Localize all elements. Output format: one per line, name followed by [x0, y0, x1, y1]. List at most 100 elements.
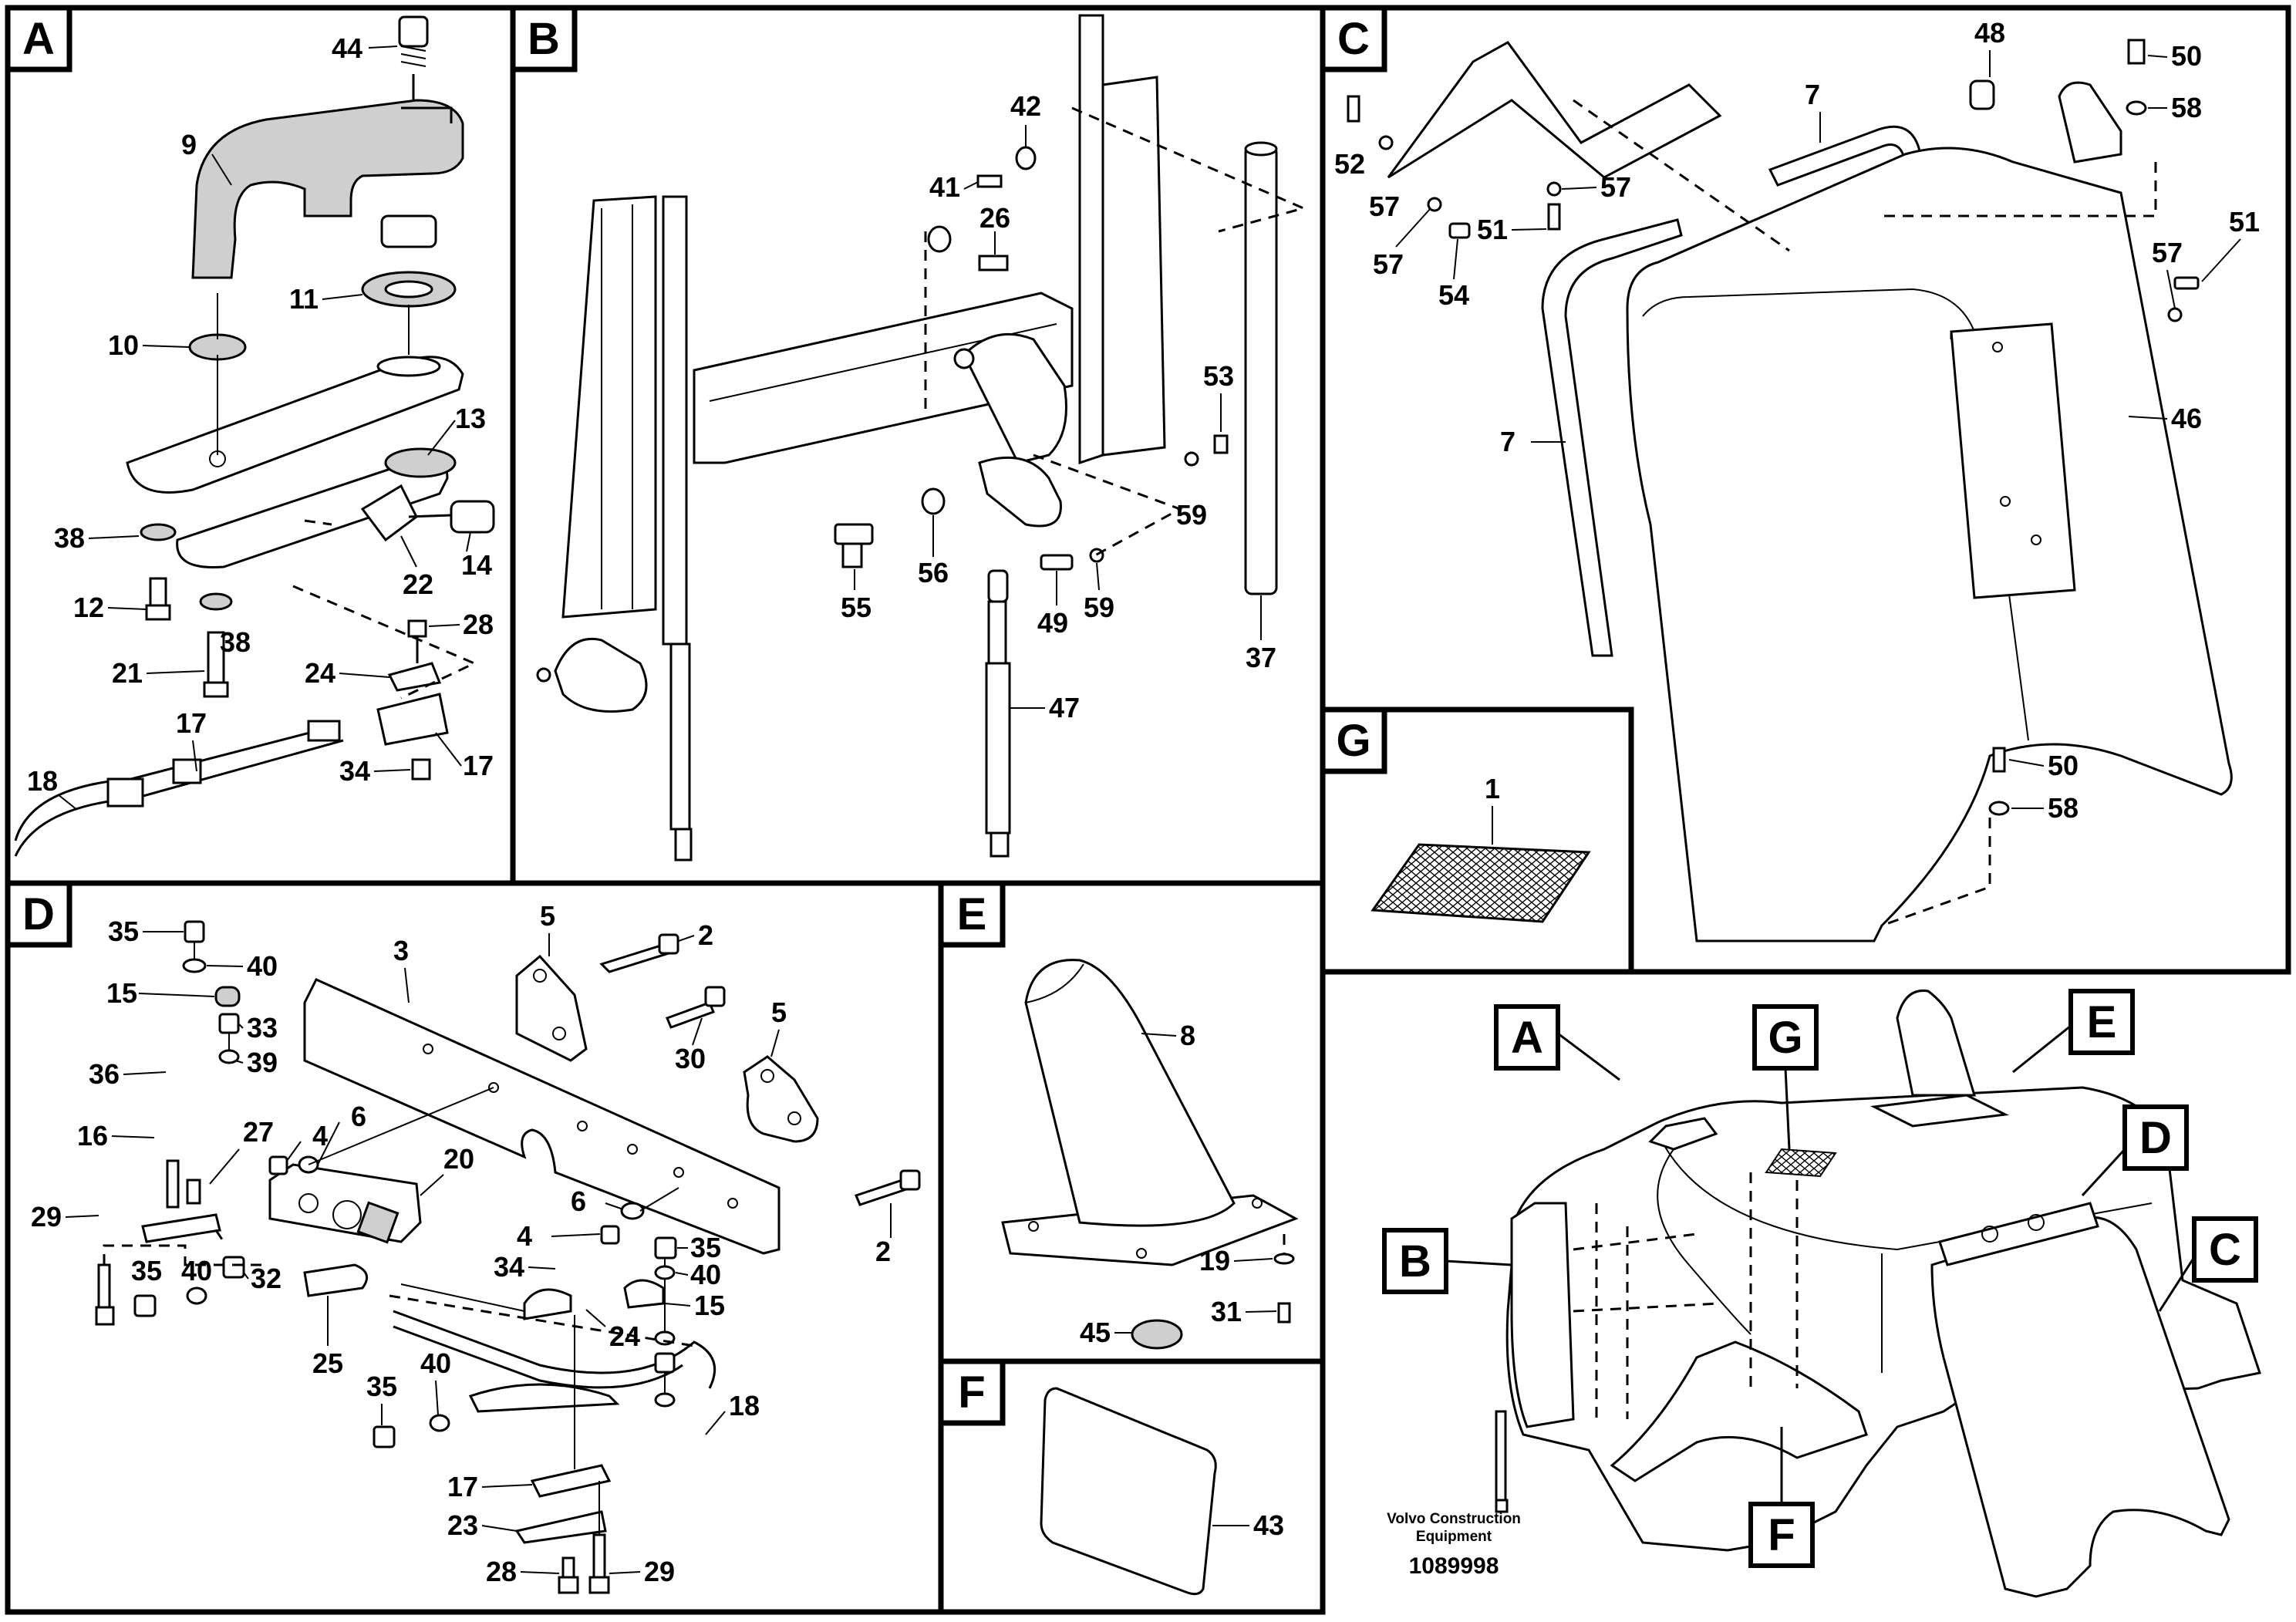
- callout: 14: [461, 549, 492, 581]
- callout: 4: [517, 1220, 532, 1252]
- callout: 15: [694, 1290, 725, 1321]
- callout: 29: [644, 1556, 675, 1587]
- callout: 39: [247, 1047, 278, 1078]
- callout: 41: [929, 171, 960, 203]
- callout: 38: [220, 626, 251, 658]
- callout: 35: [108, 916, 139, 947]
- svg-text:A: A: [22, 14, 55, 64]
- callout: 29: [31, 1201, 62, 1233]
- panel-g-drawing: 1: [1371, 773, 1591, 923]
- callout: 40: [420, 1347, 451, 1379]
- panel-frames: [5, 5, 2291, 1615]
- callout: 40: [247, 950, 278, 982]
- callout: 5: [540, 900, 555, 932]
- overview-labels: A G E D B C F: [1382, 989, 2258, 1568]
- svg-text:D: D: [2139, 1113, 2172, 1163]
- panel-e-callouts: 8 19 45 31: [1080, 1020, 1277, 1348]
- svg-text:D: D: [22, 889, 55, 939]
- callout: 48: [1974, 17, 2005, 49]
- callout: 54: [1438, 279, 1469, 311]
- panel-letter-C: C: [1320, 5, 1387, 73]
- callout: 57: [2152, 237, 2183, 268]
- callout: 6: [571, 1185, 586, 1217]
- callout: 30: [675, 1043, 706, 1074]
- callout: 36: [89, 1058, 120, 1090]
- callout: 46: [2171, 403, 2202, 434]
- callout: 2: [875, 1236, 891, 1267]
- callout: 47: [1049, 692, 1080, 723]
- panel-c-drawing: [1347, 39, 2233, 943]
- callout: 51: [1477, 214, 1508, 245]
- callout: 16: [77, 1120, 108, 1152]
- callout: 11: [289, 283, 319, 315]
- callout: 53: [1203, 360, 1234, 392]
- callout: 35: [690, 1232, 721, 1263]
- callout: 17: [176, 707, 207, 739]
- callout: 44: [332, 32, 362, 64]
- callout: 51: [2229, 206, 2260, 238]
- callout: 56: [918, 557, 949, 588]
- callout: 45: [1080, 1317, 1111, 1348]
- callout: 58: [2171, 92, 2202, 123]
- callout: 59: [1084, 592, 1114, 623]
- callout: 31: [1211, 1296, 1242, 1327]
- callout: 28: [463, 609, 494, 640]
- callout: 6: [351, 1101, 366, 1132]
- callout: 40: [181, 1255, 212, 1286]
- svg-text:B: B: [1399, 1236, 1431, 1286]
- overview-machine: [1495, 989, 2261, 1598]
- callout: 42: [1010, 90, 1041, 122]
- callout: 19: [1199, 1245, 1230, 1276]
- panel-c-callouts: 48 50 58 7 52 57 57 51 57 54 57 51 46 7 …: [1334, 17, 2260, 824]
- callout: 50: [2171, 40, 2202, 72]
- panel-f-drawing: 43: [1040, 1387, 1284, 1596]
- svg-text:E: E: [957, 889, 987, 939]
- callout: 18: [27, 765, 58, 797]
- panel-letter-A: A: [5, 5, 72, 73]
- svg-text:C: C: [2209, 1225, 2241, 1275]
- callout: 28: [486, 1556, 517, 1587]
- svg-text:G: G: [1336, 716, 1371, 766]
- panel-letter-E: E: [938, 880, 1006, 948]
- callout: 38: [54, 522, 85, 554]
- callout: 37: [1246, 642, 1276, 673]
- svg-text:C: C: [1337, 14, 1370, 64]
- callout: 24: [609, 1320, 640, 1352]
- callout: 21: [112, 657, 143, 689]
- callout: 13: [455, 403, 486, 434]
- panel-letter-G: G: [1320, 706, 1387, 774]
- callout: 55: [841, 592, 872, 623]
- svg-text:A: A: [1511, 1013, 1543, 1063]
- callout: 59: [1176, 499, 1207, 531]
- maker-credit: Volvo Construction Equipment 1089998: [1387, 1511, 1521, 1579]
- panel-letter-B: B: [510, 5, 578, 73]
- callout: 57: [1600, 171, 1631, 203]
- svg-text:F: F: [958, 1367, 985, 1418]
- callout: 8: [1180, 1020, 1195, 1051]
- callout: 4: [312, 1120, 328, 1152]
- callout: 20: [443, 1143, 474, 1175]
- callout: 22: [403, 568, 433, 600]
- callout: 3: [393, 935, 409, 966]
- panel-b-callouts: 42 41 26 53 59 55 56 59 49 47 37: [841, 90, 1276, 723]
- callout: 17: [447, 1471, 478, 1502]
- callout: 23: [447, 1509, 478, 1541]
- callout: 57: [1373, 248, 1404, 280]
- callout: 25: [312, 1347, 343, 1379]
- svg-text:Equipment: Equipment: [1416, 1529, 1492, 1545]
- callout: 7: [1500, 426, 1515, 457]
- callout: 12: [73, 592, 104, 623]
- callout: 40: [690, 1259, 721, 1290]
- panel-d-drawing: [95, 920, 921, 1594]
- panel-letter-F: F: [938, 1358, 1006, 1426]
- callout: 49: [1037, 607, 1068, 639]
- callout: 58: [2048, 792, 2079, 824]
- callout: 33: [247, 1012, 278, 1044]
- svg-text:F: F: [1768, 1510, 1795, 1560]
- svg-text:Volvo Construction: Volvo Construction: [1387, 1511, 1521, 1527]
- callout: 17: [463, 750, 494, 781]
- callout: 9: [181, 129, 197, 160]
- callout: 18: [729, 1390, 760, 1421]
- svg-text:B: B: [528, 14, 560, 64]
